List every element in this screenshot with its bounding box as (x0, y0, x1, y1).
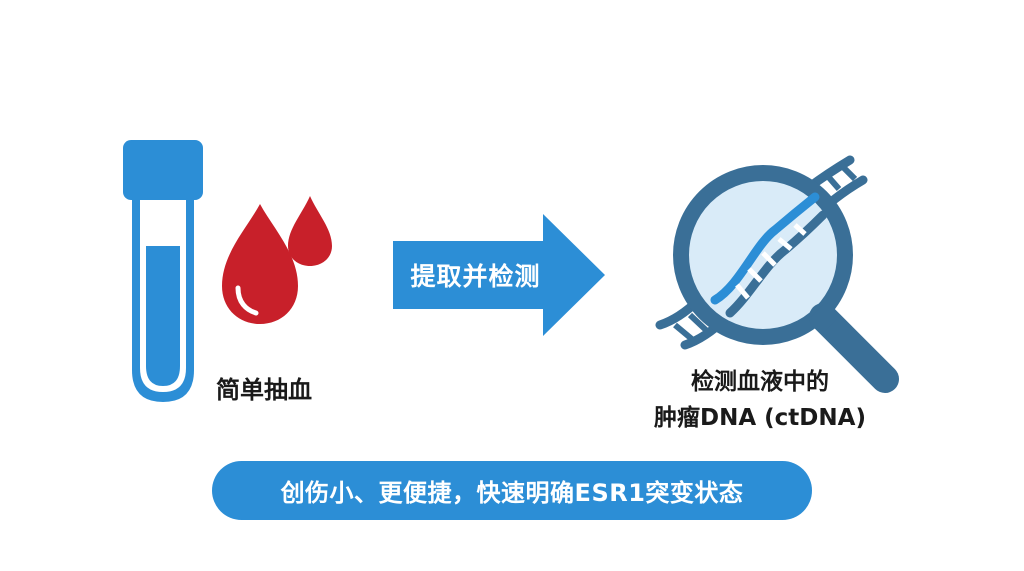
arrow-right-icon (393, 214, 605, 336)
summary-banner: 创伤小、更便捷，快速明确ESR1突变状态 (212, 461, 812, 520)
detect-label-line1: 检测血液中的 (691, 369, 829, 395)
test-tube-icon (123, 140, 203, 402)
arrow-label: 提取并检测 (410, 262, 541, 291)
blood-draw-label: 简单抽血 (216, 376, 312, 404)
dna-magnifier-icon (655, 155, 899, 393)
blood-drops-icon (222, 196, 332, 324)
detect-label: 检测血液中的 肿瘤DNA (ctDNA) (610, 364, 910, 436)
detect-label-line2: 肿瘤DNA (ctDNA) (654, 405, 866, 431)
